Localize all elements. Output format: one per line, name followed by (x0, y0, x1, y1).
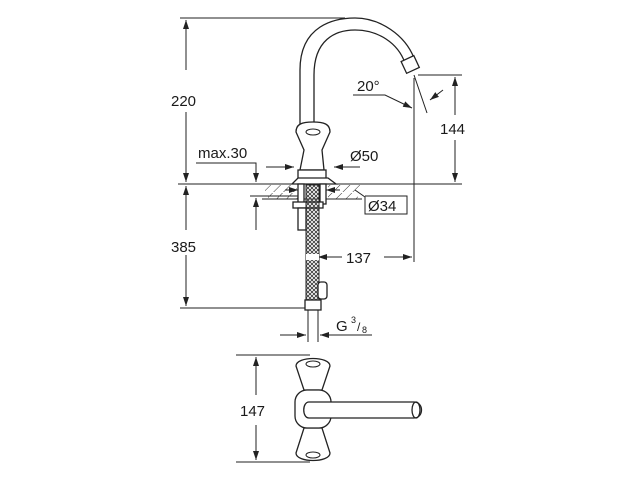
dimension-385: 385 (171, 186, 196, 306)
dimension-137: 137 (318, 250, 412, 267)
dimension-diameter-50: Ø50 (266, 148, 378, 170)
dimension-label-max30: max.30 (198, 145, 247, 162)
dimension-147: 147 (240, 357, 265, 460)
dimension-label-d50: Ø50 (350, 148, 378, 165)
thread-prefix: G (336, 318, 348, 335)
dimension-label-147: 147 (240, 403, 265, 420)
dimension-label-20deg: 20° (357, 78, 380, 95)
thread-numerator: 3 (351, 315, 356, 325)
dimension-label-137: 137 (346, 250, 371, 267)
faucet-side-view (290, 17, 421, 342)
dimension-144: 144 (440, 77, 465, 182)
dimension-label-144: 144 (440, 121, 465, 138)
dimension-angle-20: 20° (353, 74, 444, 114)
thread-slash: / (357, 320, 361, 334)
dimension-thread-g38: G 3 / 8 (280, 315, 372, 338)
dimension-diameter-34: Ø34 (285, 187, 408, 215)
faucet-top-view (294, 357, 423, 462)
thread-denominator: 8 (362, 325, 367, 335)
dimension-220: 220 (171, 20, 196, 182)
dimension-label-d34: Ø34 (368, 198, 396, 215)
dimension-label-220: 220 (171, 93, 196, 110)
reference-lines (178, 17, 462, 463)
dimension-label-385: 385 (171, 239, 196, 256)
